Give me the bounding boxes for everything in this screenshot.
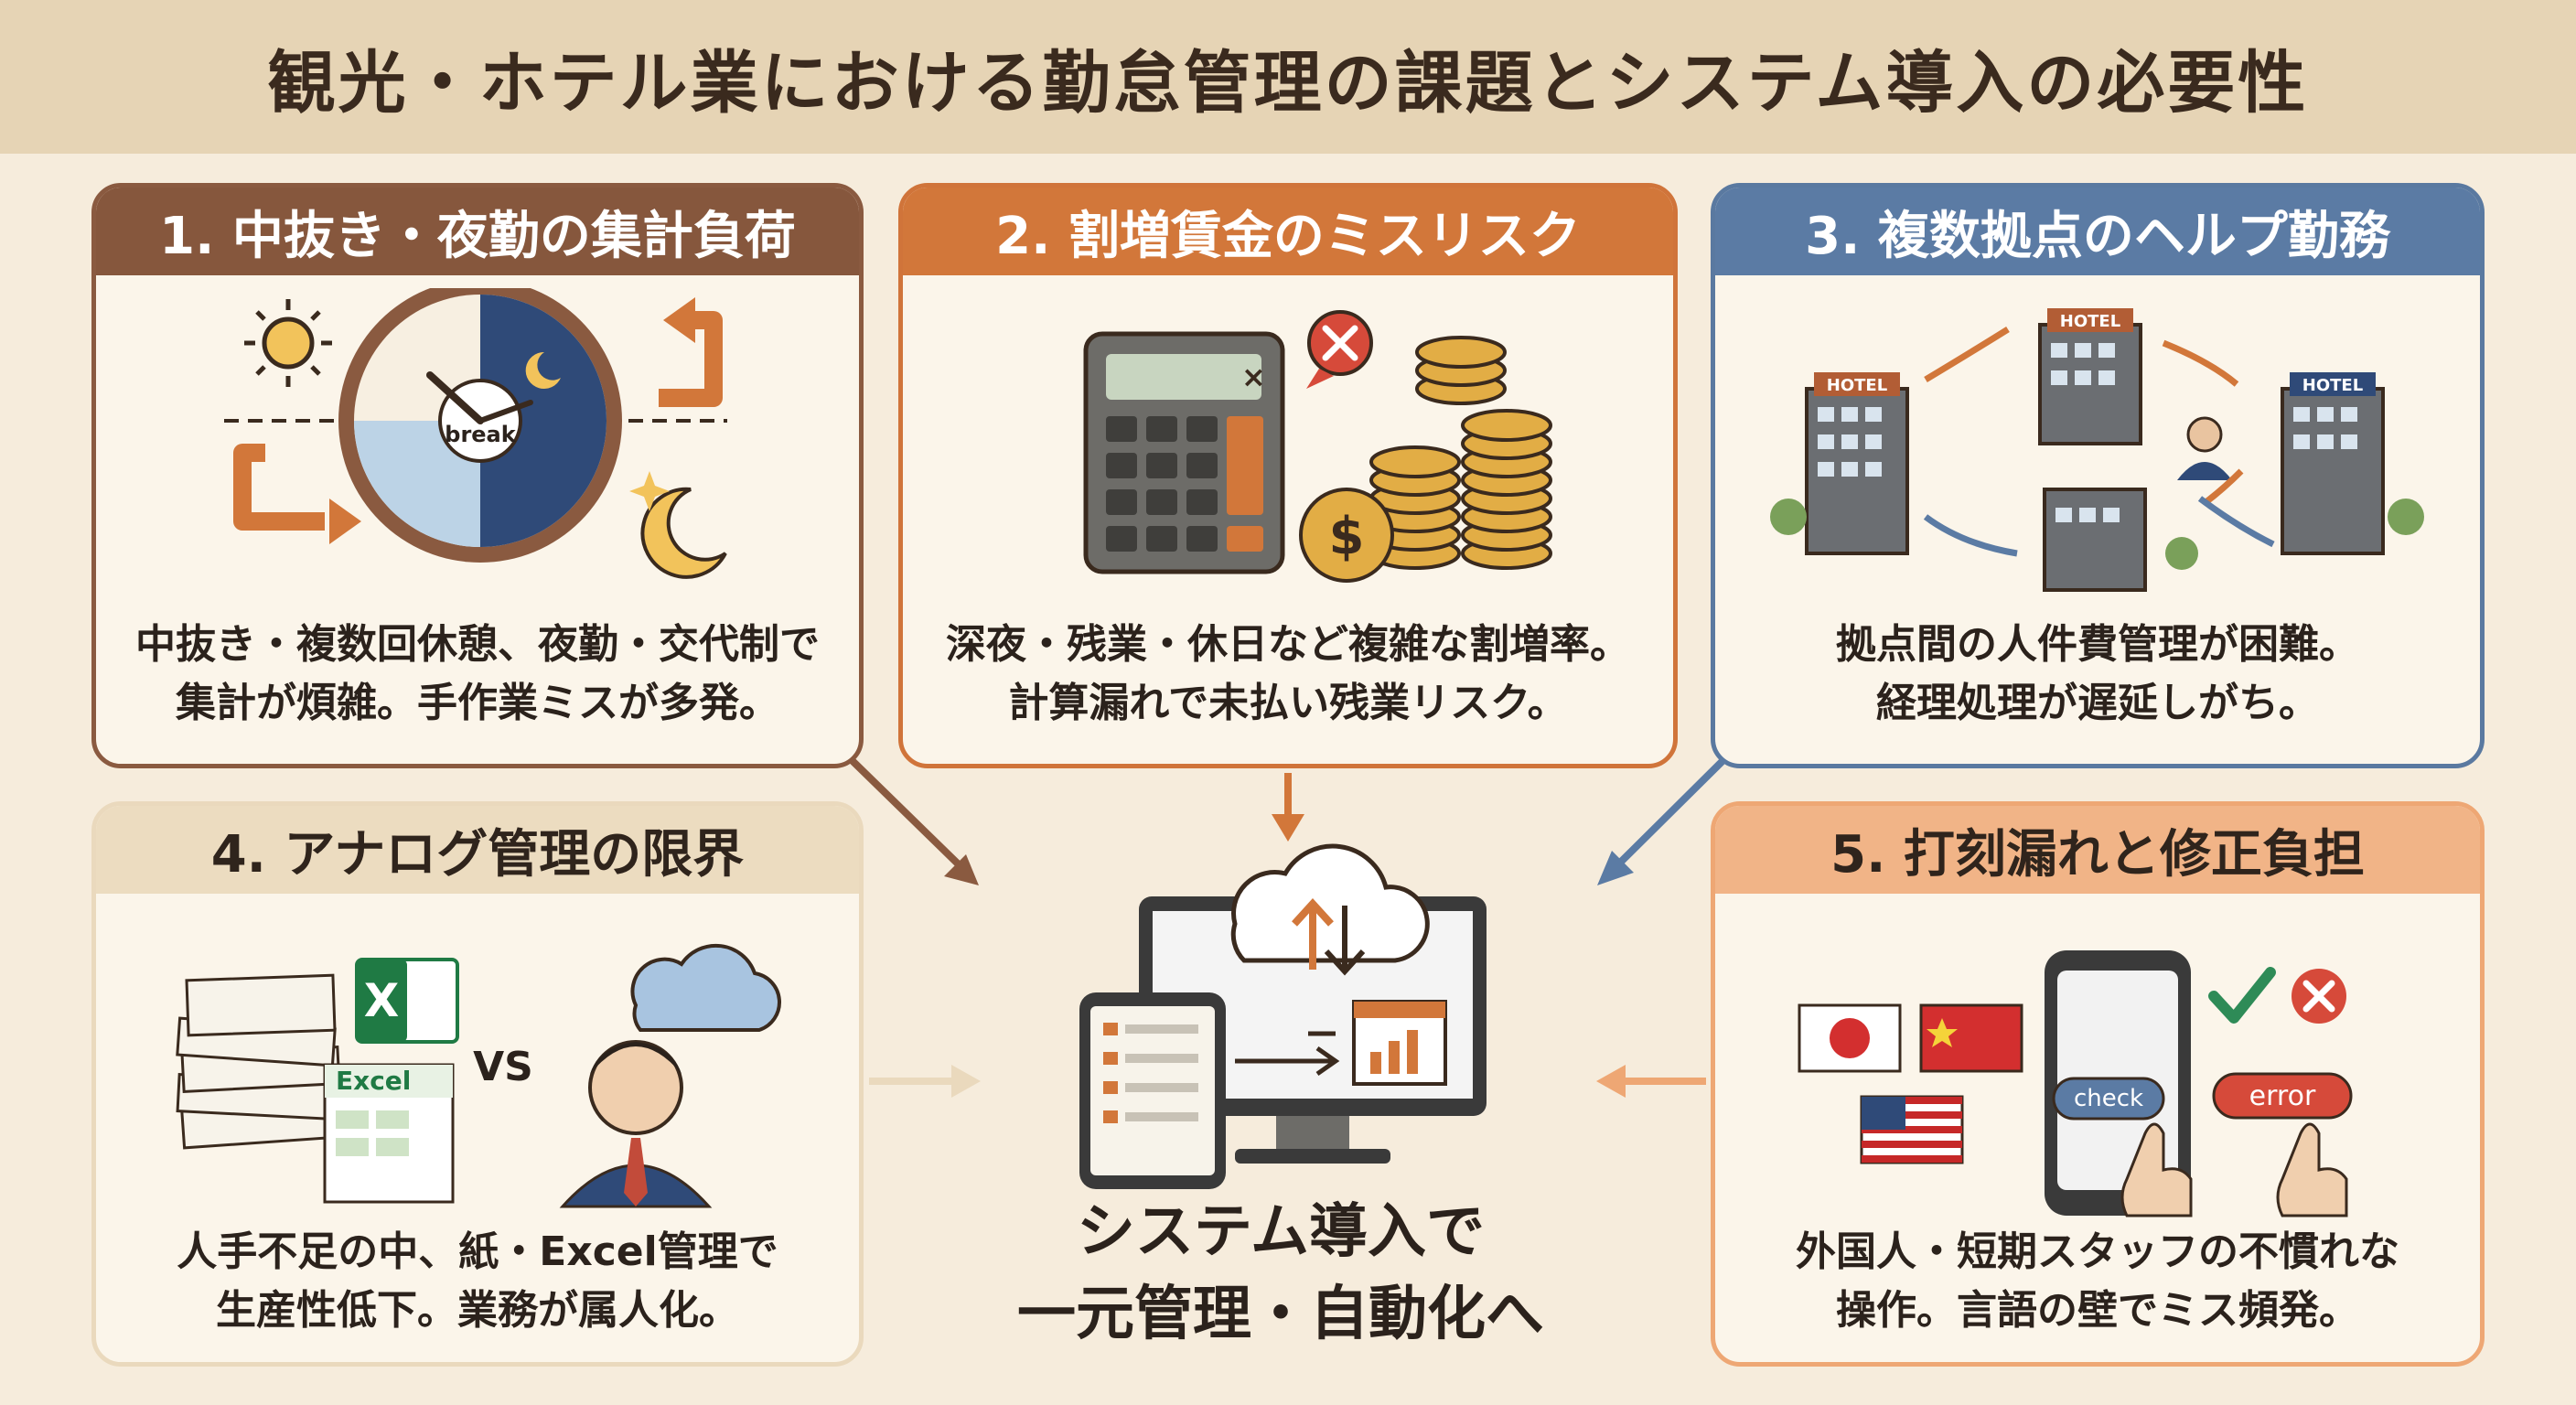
arrow-card1-to-center — [848, 756, 979, 885]
pointing-hand-icon — [2120, 1122, 2348, 1217]
clock-icon — [338, 288, 622, 563]
clock-illustration: break — [96, 288, 859, 608]
card-heading: 1. 中抜き・夜勤の集計負荷 — [96, 188, 859, 275]
card-clock-in-errors: 5. 打刻漏れと修正負担 check — [1711, 801, 2485, 1367]
flag-japan-icon — [1798, 1003, 1902, 1073]
svg-text:check: check — [2074, 1085, 2143, 1112]
tree-icon — [1770, 499, 2424, 570]
card-multi-site-help: 3. 複数拠点のヘルプ勤務 HOTEL — [1711, 183, 2485, 768]
card-heading: 3. 複数拠点のヘルプ勤務 — [1715, 188, 2480, 275]
cloud-icon — [630, 943, 781, 1032]
card-heading: 4. アナログ管理の限界 — [96, 806, 859, 894]
arrow-card2-to-center — [1272, 773, 1304, 842]
tablet-icon — [1079, 992, 1226, 1189]
hotels-illustration: HOTEL HOTEL HOTEL — [1715, 288, 2480, 608]
dollar-symbol: $ — [1329, 507, 1365, 566]
title-bar: 観光・ホテル業における勤怠管理の課題とシステム導入の必要性 — [0, 0, 2576, 154]
moon-icon — [629, 471, 727, 579]
card-analog-limits: 4. アナログ管理の限界 X Excel VS — [91, 801, 864, 1367]
card-description: 拠点間の人件費管理が困難。 経理処理が遅延しがち。 — [1836, 621, 2359, 726]
svg-text:X: X — [364, 974, 400, 1027]
cross-icon — [2292, 969, 2346, 1024]
vs-label: VS — [473, 1044, 533, 1090]
svg-text:×: × — [1241, 359, 1266, 394]
cycle-arrow-icon — [233, 311, 723, 531]
break-label: break — [445, 422, 516, 447]
card-night-shift-load: 1. 中抜き・夜勤の集計負荷 break — [91, 183, 864, 768]
sync-arrows-icon — [1235, 1031, 1340, 1077]
excel-label: Excel — [336, 1066, 411, 1096]
hotel-sign: HOTEL — [2302, 376, 2363, 395]
card-description: 外国人・短期スタッフの不慣れな 操作。言語の壁でミス頻発。 — [1796, 1228, 2399, 1334]
arrow-card5-to-center — [1596, 1065, 1706, 1098]
card-description: 人手不足の中、紙・Excel管理で 生産性低下。業務が属人化。 — [177, 1228, 778, 1334]
arrow-card3-to-center — [1597, 756, 1727, 885]
checkmark-icon — [2208, 967, 2276, 1024]
worried-worker-icon — [559, 1040, 713, 1208]
error-button-icon: error — [2212, 1072, 2353, 1120]
error-bubble-icon — [1306, 310, 1373, 389]
calculator-icon: × — [1083, 331, 1285, 574]
card-description: 中抜き・複数回休憩、夜勤・交代制で 集計が煩雑。手作業ミスが多発。 — [135, 621, 820, 726]
hotel-sign: HOTEL — [1827, 376, 1887, 395]
svg-text:error: error — [2249, 1080, 2316, 1112]
staff-icon — [2177, 416, 2232, 480]
analytics-window-icon — [1352, 1000, 1447, 1086]
phone-illustration: check error — [1715, 905, 2480, 1225]
flag-usa-icon — [1860, 1095, 1964, 1164]
coin-stack-icon — [1299, 336, 1552, 583]
paper-excel-illustration: X Excel VS — [96, 905, 859, 1225]
arrow-card4-to-center — [869, 1065, 981, 1098]
page-title: 観光・ホテル業における勤怠管理の課題とシステム導入の必要性 — [267, 43, 2309, 123]
check-button-icon: check — [2052, 1077, 2165, 1121]
center-conclusion: システム導入で 一元管理・自動化へ — [1017, 1198, 1544, 1348]
card-heading: 2. 割増賃金のミスリスク — [903, 188, 1673, 275]
card-description: 深夜・残業・休日など複雑な割増率。 計算漏れで未払い残業リスク。 — [946, 621, 1630, 726]
sun-icon — [244, 299, 332, 387]
hotel-sign: HOTEL — [2060, 312, 2120, 331]
calculator-illustration: × — [903, 288, 1673, 608]
card-premium-pay-risk: 2. 割増賃金のミスリスク × — [898, 183, 1678, 768]
card-heading: 5. 打刻漏れと修正負担 — [1715, 806, 2480, 894]
system-illustration — [1079, 843, 1487, 1189]
excel-icon: X Excel — [323, 958, 459, 1204]
paper-stack-icon — [176, 973, 341, 1150]
flag-china-icon — [1919, 1003, 2023, 1073]
cloud-icon — [1230, 843, 1430, 976]
